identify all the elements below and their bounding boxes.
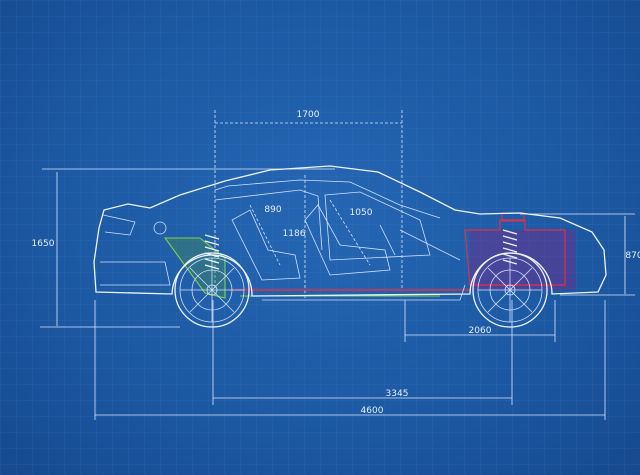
dimension-wheelbase: 3345 bbox=[386, 389, 409, 399]
dimension-overall-length: 4600 bbox=[361, 406, 384, 416]
dimension-front-height: 870 bbox=[625, 251, 640, 261]
rear-wheel bbox=[174, 234, 250, 328]
front-wheel bbox=[472, 229, 548, 328]
dimension-rear-headroom: 890 bbox=[264, 205, 281, 215]
dimension-lines bbox=[40, 110, 635, 420]
dimension-cabin-length: 1700 bbox=[297, 110, 320, 120]
dimension-front-headroom: 1050 bbox=[350, 208, 373, 218]
dimension-front-overhang: 2060 bbox=[469, 326, 492, 336]
dimension-interior-height: 1186 bbox=[283, 229, 306, 239]
dimension-overall-height: 1650 bbox=[32, 239, 55, 249]
